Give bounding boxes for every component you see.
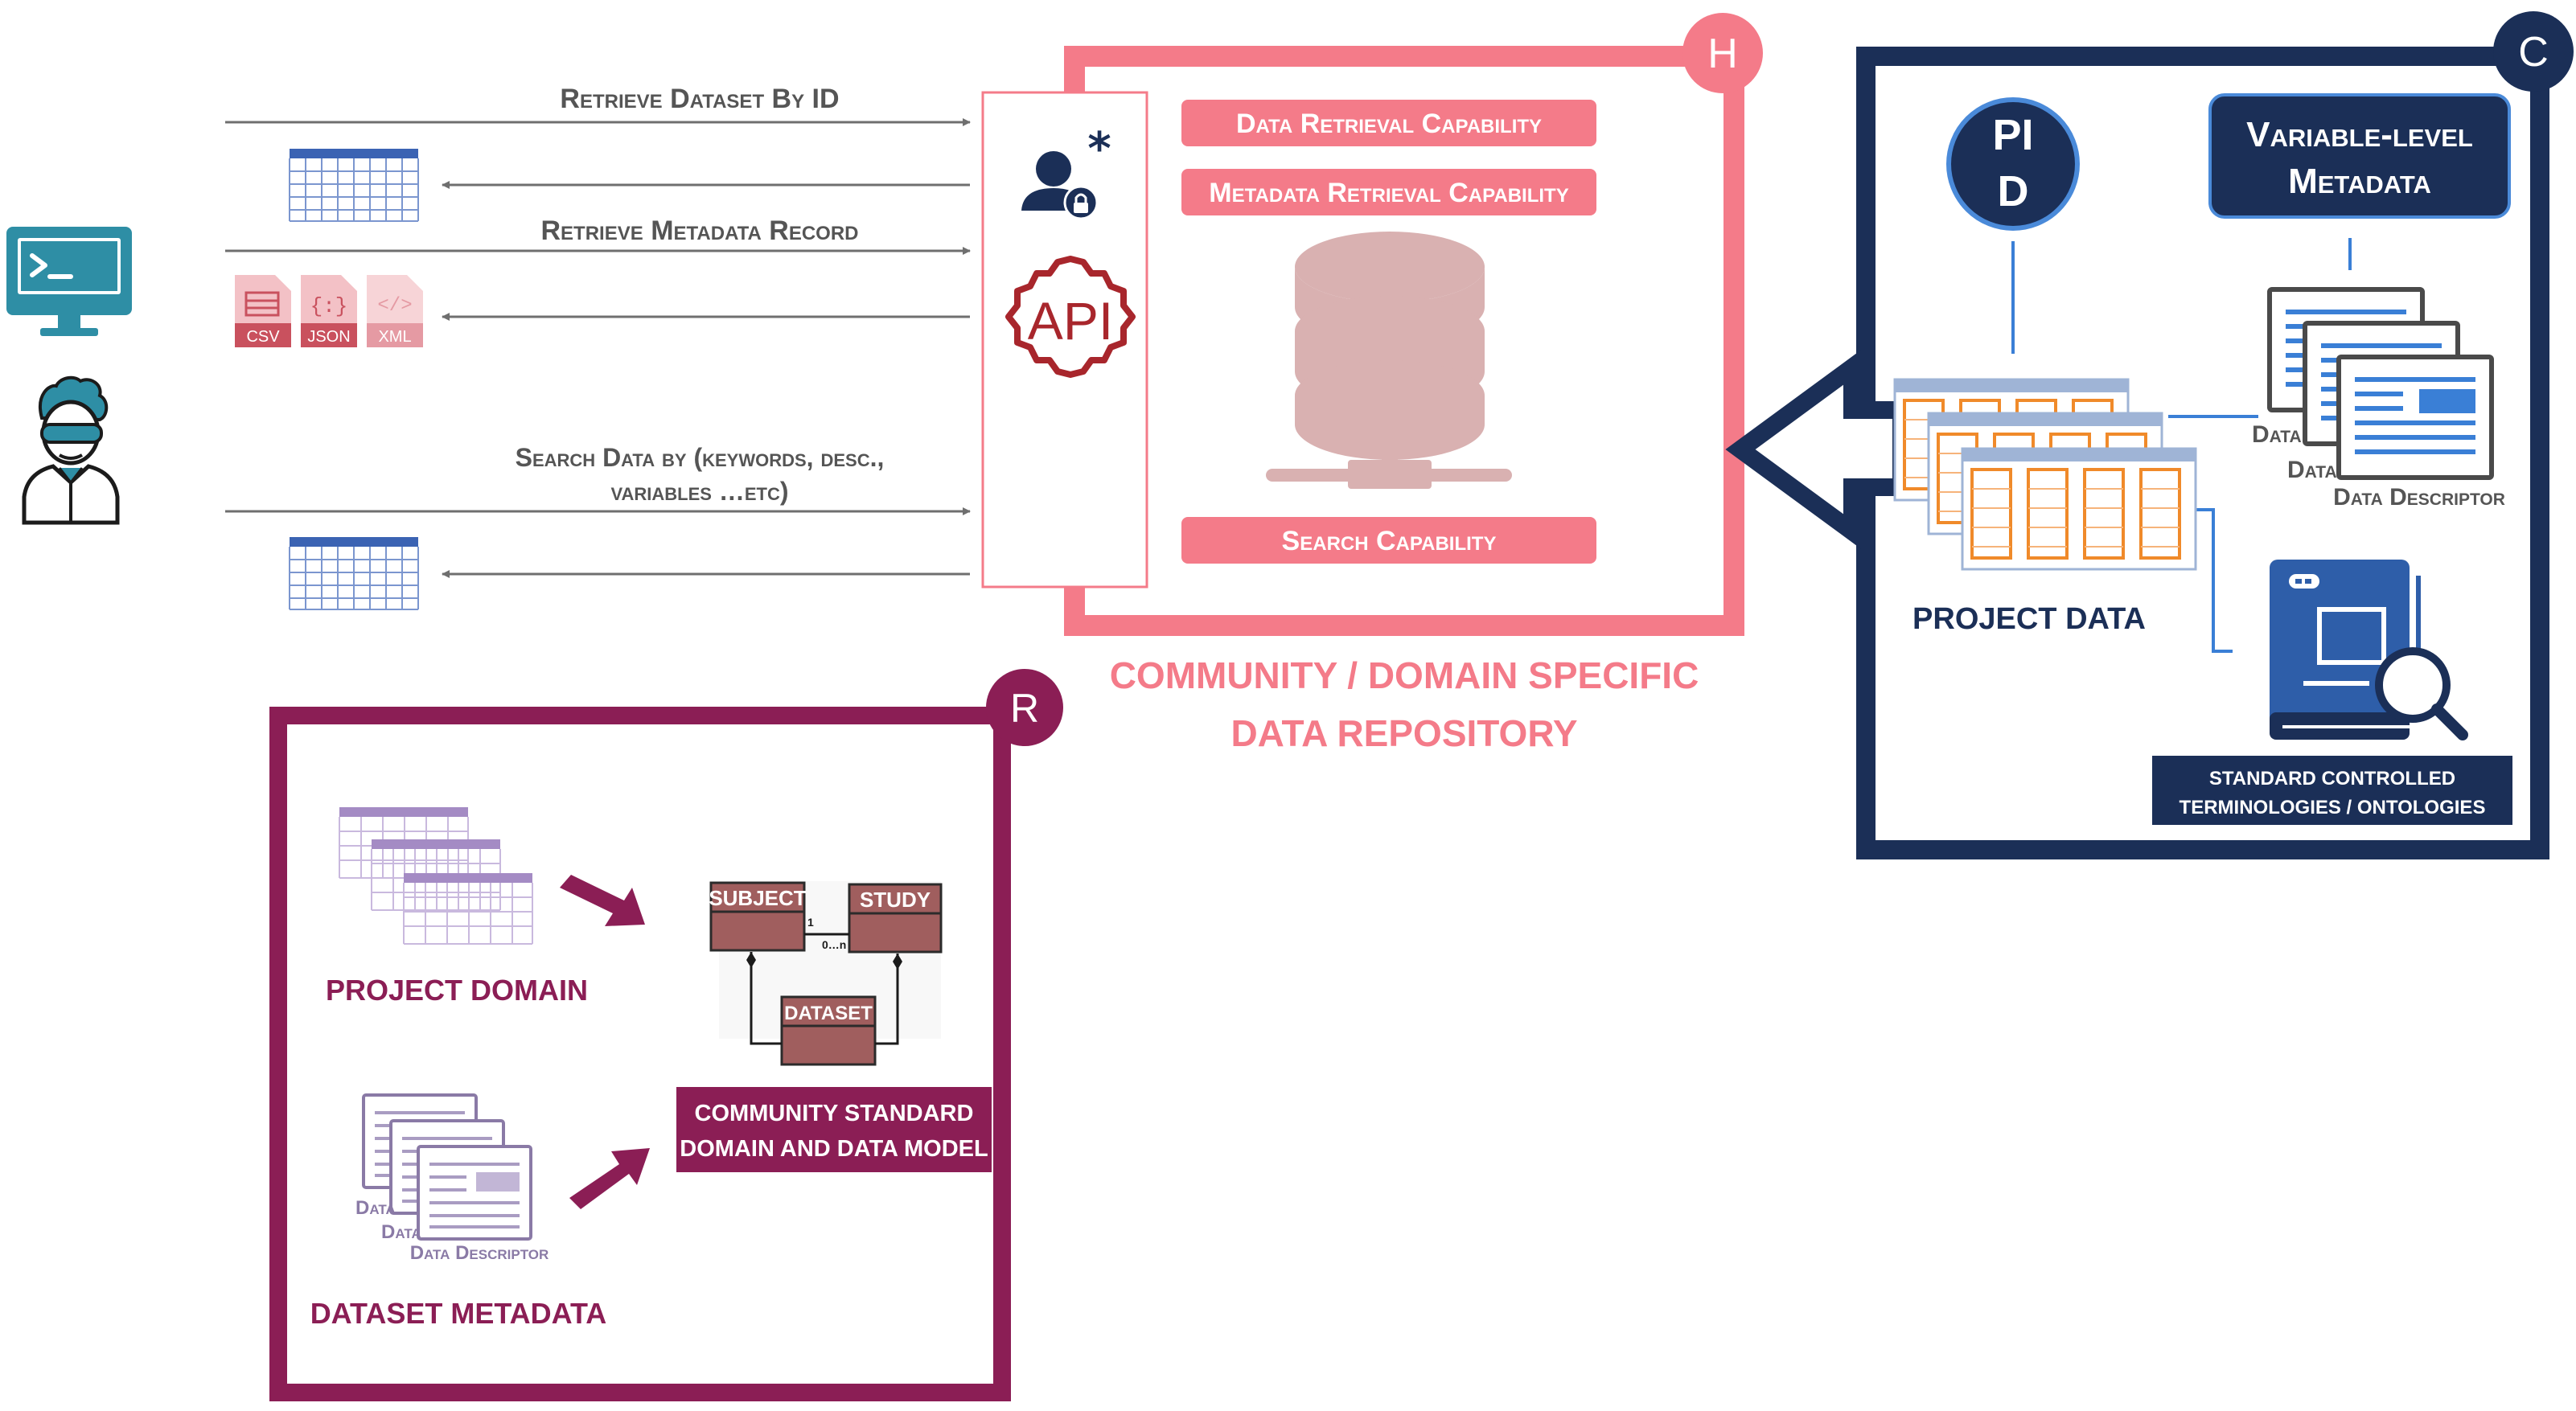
repository-panel: * API Data Retrieval Capability Metadata… — [981, 13, 1763, 754]
metadata-retrieval-label: Metadata Retrieval Capability — [1209, 178, 1568, 208]
data-descriptor-partial-2: Data — [2287, 457, 2337, 483]
cardinality-one: 1 — [807, 916, 814, 929]
variable-metadata-box: Variable-level Metadata — [2208, 93, 2511, 219]
entity-subject: SUBJECT — [709, 881, 807, 952]
model-descriptor-partial-1: Data — [355, 1197, 396, 1219]
model-badge-letter: R — [1010, 686, 1039, 731]
project-domain-label: PROJECT DOMAIN — [326, 974, 588, 1007]
standard-line1: COMMUNITY STANDARD — [695, 1101, 974, 1126]
database-server-icon — [1266, 232, 1512, 489]
terminology-book-icon — [2270, 560, 2468, 740]
researcher-icon — [22, 375, 120, 525]
pid-circle: PI D — [1946, 97, 2080, 231]
dataset-response — [289, 148, 970, 222]
computer-terminal-icon — [6, 227, 132, 336]
dataset-metadata-label: DATASET METADATA — [310, 1297, 607, 1330]
search-capability: Search Capability — [1181, 517, 1596, 564]
search-capability-label: Search Capability — [1282, 526, 1497, 556]
repository-badge-letter: H — [1707, 31, 1738, 77]
model-descriptor-partial-2: Data — [381, 1221, 421, 1243]
model-descriptor-label: Data Descriptor — [410, 1242, 549, 1264]
user-lock-icon: * — [1021, 123, 1111, 220]
data-retrieval-capability: Data Retrieval Capability — [1181, 100, 1596, 146]
entity-dataset: DATASET — [780, 995, 877, 1066]
model-panel: PROJECT DOMAIN Data Data Data Descriptor… — [269, 669, 1063, 1401]
retrieve-metadata-request: Retrieve Metadata Record — [225, 215, 971, 255]
retrieve-metadata-label: Retrieve Metadata Record — [541, 215, 859, 246]
model-badge: R — [986, 669, 1063, 746]
search-response — [289, 536, 970, 610]
retrieve-dataset-request: Retrieve Dataset By ID — [225, 84, 971, 126]
entity-study: STUDY — [848, 883, 943, 954]
search-label-line2: variables …etc) — [610, 477, 788, 506]
csv-file-icon: CSV — [235, 275, 291, 347]
variable-metadata-line2: Metadata — [2288, 162, 2431, 201]
pid-line2: D — [1998, 167, 2029, 215]
json-file-icon: {:} JSON — [301, 275, 357, 347]
variable-metadata-line1: Variable-level — [2246, 115, 2473, 154]
retrieve-dataset-label: Retrieve Dataset By ID — [560, 84, 839, 114]
svg-text:</>: </> — [377, 295, 412, 317]
svg-text:*: * — [1087, 123, 1111, 175]
project-badge-letter: C — [2518, 29, 2549, 76]
xml-label: XML — [378, 328, 411, 346]
arrow-to-model-bottom-icon — [569, 1148, 650, 1209]
api-gear-icon: API — [1005, 256, 1136, 378]
project-data-label: PROJECT DATA — [1912, 602, 2146, 636]
arrow-to-model-top-icon — [560, 875, 645, 926]
project-badge: C — [2493, 11, 2574, 92]
repository-title-line2: DATA REPOSITORY — [1230, 712, 1577, 754]
api-label: API — [1028, 291, 1113, 351]
standard-line2: DOMAIN AND DATA MODEL — [680, 1136, 988, 1162]
data-descriptor-partial-1: Data — [2252, 421, 2302, 448]
metadata-response: CSV {:} JSON </> XML — [235, 275, 970, 347]
cardinality-many: 0…n — [822, 938, 846, 951]
terminologies-line1: STANDARD CONTROLLED — [2209, 768, 2455, 790]
metadata-retrieval-capability: Metadata Retrieval Capability — [1181, 169, 1596, 215]
repository-badge: H — [1682, 13, 1763, 93]
community-standard-box: COMMUNITY STANDARD DOMAIN AND DATA MODEL — [676, 1087, 992, 1172]
pid-line1: PI — [1992, 111, 2033, 159]
dataset-entity-label: DATASET — [784, 1003, 873, 1024]
dataset-table-icon — [289, 148, 419, 222]
data-retrieval-label: Data Retrieval Capability — [1236, 109, 1542, 139]
project-panel: PI D Variable-level Metadata PROJECT DAT… — [1725, 11, 2574, 859]
repository-title-line1: COMMUNITY / DOMAIN SPECIFIC — [1110, 654, 1699, 696]
terminologies-box: STANDARD CONTROLLED TERMINOLOGIES / ONTO… — [2152, 756, 2512, 825]
search-result-table-icon — [289, 536, 419, 610]
csv-label: CSV — [246, 328, 280, 346]
data-descriptor-label: Data Descriptor — [2333, 484, 2505, 511]
svg-text:{:}: {:} — [310, 294, 348, 318]
search-label-line1: Search Data by (keywords, desc., — [516, 443, 885, 472]
terminologies-line2: TERMINOLOGIES / ONTOLOGIES — [2180, 797, 2486, 818]
subject-label: SUBJECT — [709, 886, 806, 910]
connector-lines — [2011, 238, 2352, 653]
xml-file-icon: </> XML — [367, 275, 423, 347]
json-label: JSON — [307, 328, 350, 346]
study-label: STUDY — [860, 888, 931, 912]
search-request: Search Data by (keywords, desc., variabl… — [225, 443, 971, 515]
er-diagram: SUBJECT STUDY DATASET 1 0…n — [709, 881, 943, 1066]
